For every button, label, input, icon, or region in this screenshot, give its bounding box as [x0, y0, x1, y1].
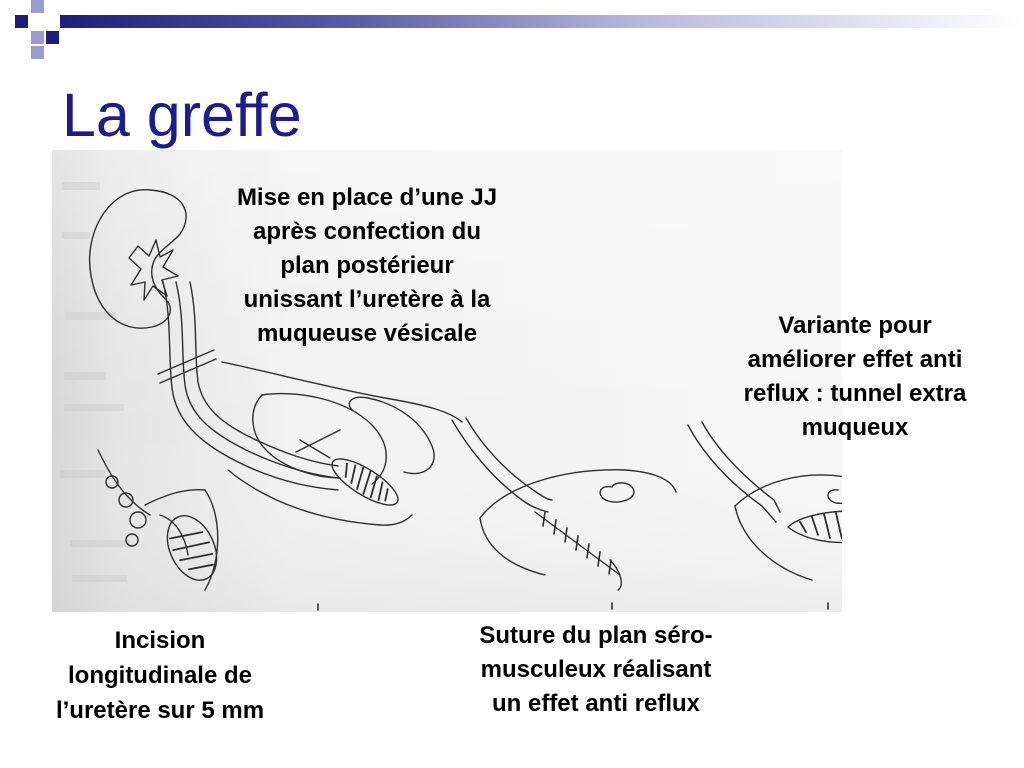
corner-square-decoration [31, 46, 44, 59]
caption-line: musculeux réalisant [480, 656, 712, 683]
corner-square-decoration [31, 31, 44, 44]
corner-square-decoration [31, 0, 44, 13]
caption-line: Incision [114, 627, 206, 654]
caption-line: Mise en place d’une JJ [236, 184, 498, 211]
caption-line: après confection du [252, 218, 482, 245]
caption-line: l’uretère sur 5 mm [55, 697, 265, 724]
corner-square-decoration [15, 15, 28, 28]
header-gradient-bar [60, 15, 1024, 28]
kidney-ureter-drawing [88, 189, 339, 491]
caption-line: Suture du plan séro- [479, 622, 713, 649]
suture-drawing [451, 417, 677, 591]
caption-line: Variante pour [778, 312, 932, 339]
slide-title: La greffe [62, 81, 302, 149]
caption-line: reflux : tunnel extra [743, 380, 967, 407]
scan-ticks [317, 602, 829, 611]
caption-line: muqueux [801, 414, 909, 441]
caption-line: longitudinale de [68, 662, 252, 689]
scan-texture [60, 182, 130, 582]
caption-jj-stent: Mise en place d’une JJ après confection … [202, 181, 532, 351]
bladder-drawing [221, 361, 463, 526]
tunnel-drawing [687, 421, 842, 581]
corner-square-decoration [46, 31, 59, 44]
caption-line: muqueuse vésicale [256, 320, 478, 347]
caption-line: plan postérieur [280, 252, 454, 279]
caption-variant-tunnel: Variante pour améliorer effet anti reflu… [705, 309, 1005, 445]
caption-incision: Incision longitudinale de l’uretère sur … [10, 623, 310, 728]
caption-suture: Suture du plan séro- musculeux réalisant… [436, 619, 756, 721]
caption-line: unissant l’uretère à la [243, 286, 491, 313]
caption-line: un effet anti reflux [491, 690, 701, 717]
caption-line: améliorer effet anti [747, 346, 963, 373]
incision-drawing [97, 449, 219, 591]
